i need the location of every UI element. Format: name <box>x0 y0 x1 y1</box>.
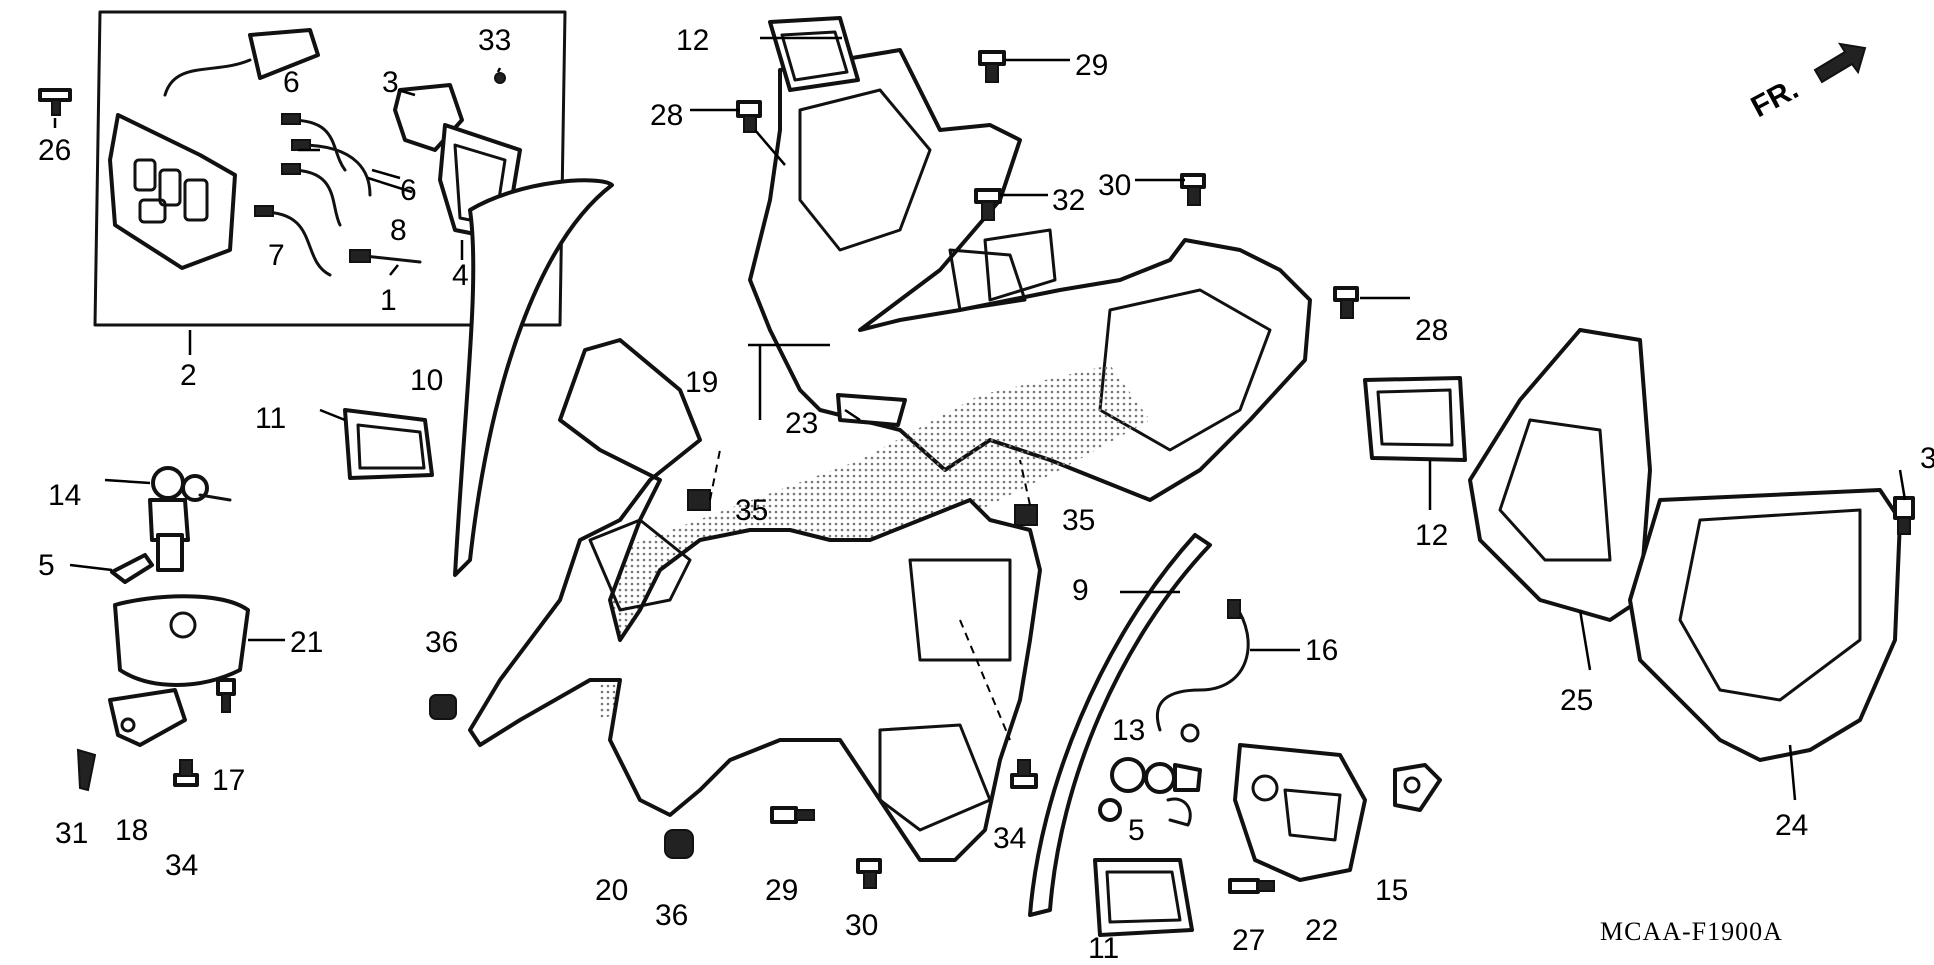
callout-30: 30 <box>845 909 878 942</box>
callout-labels: 3 6 6 8 7 4 1 2 33 26 12 29 28 32 30 28 … <box>38 24 1934 965</box>
nut-35-left <box>687 489 711 511</box>
callout-16: 14 <box>48 479 81 512</box>
callout-21: 19 <box>685 366 718 399</box>
side-panel-27 <box>1468 328 1652 622</box>
wire-harness <box>254 113 422 277</box>
bolt-30-bottom <box>856 858 882 889</box>
callout-23: 21 <box>290 626 323 659</box>
callout-35: 35 <box>735 494 768 527</box>
trim-strip-9 <box>1028 533 1212 917</box>
callout-1: 1 <box>380 284 397 317</box>
callout-36: 36 <box>425 626 458 659</box>
callout-7: 7 <box>268 239 285 272</box>
grille-14 <box>768 16 860 92</box>
leader-lines <box>53 36 1907 801</box>
screw-31 <box>76 748 97 792</box>
bolt-37 <box>1893 496 1915 535</box>
switch-assembly-box <box>93 10 567 327</box>
callout-10: 10 <box>410 364 443 397</box>
callout-14: 12 <box>676 24 709 57</box>
bolt-30-top <box>978 50 1006 83</box>
callout-24: 22 <box>1305 914 1338 947</box>
front-direction-arrow: FR. <box>1746 42 1867 124</box>
callout-3: 3 <box>382 66 399 99</box>
callout-6: 6 <box>283 66 300 99</box>
cover-23 <box>113 594 250 687</box>
bolt-29-top <box>736 100 762 133</box>
callout-12: 12 <box>1415 519 1448 552</box>
callout-13: 11 <box>255 402 286 435</box>
callout-20: 18 <box>115 814 148 847</box>
grommet-19 <box>216 678 236 713</box>
grille-12 <box>1363 376 1467 462</box>
callout-8: 8 <box>390 214 407 247</box>
callout-33: 33 <box>478 24 511 57</box>
callout-27: 25 <box>1560 684 1593 717</box>
side-panel-26 <box>1628 488 1902 762</box>
nut-36-bottom <box>664 829 694 859</box>
callout-30: 30 <box>1098 169 1131 202</box>
callout-2: 2 <box>180 359 197 392</box>
bracket-20 <box>108 688 187 747</box>
bolt-29-right <box>1333 286 1359 319</box>
callout-29: 28 <box>1415 314 1448 347</box>
callout-37: 37 <box>1920 442 1934 475</box>
callout-6: 6 <box>400 174 417 207</box>
bolt-28-top-left <box>38 88 72 116</box>
callout-36: 36 <box>655 899 688 932</box>
callout-28: 26 <box>38 134 71 167</box>
switch-panel <box>108 28 320 270</box>
callout-34: 34 <box>993 822 1026 855</box>
callout-29: 28 <box>650 99 683 132</box>
nut-35-right <box>1014 504 1038 526</box>
grille-11 <box>1093 858 1194 937</box>
bolt-28-bottom <box>1228 878 1275 894</box>
trim-strip-10 <box>453 178 614 577</box>
callout-30: 29 <box>1075 49 1108 82</box>
callout-26: 24 <box>1775 809 1808 842</box>
key-switch-16 <box>148 466 232 572</box>
callout-9: 9 <box>1072 574 1089 607</box>
bolt-30-mid <box>1180 173 1206 206</box>
callout-34: 34 <box>165 849 198 882</box>
clip-5-left <box>110 553 154 584</box>
callout-31: 31 <box>55 817 88 850</box>
cable-18 <box>1155 599 1250 743</box>
front-direction-label: FR. <box>1746 72 1804 124</box>
callout-29: 29 <box>765 874 798 907</box>
holder-17 <box>1393 763 1442 812</box>
callout-11: 11 <box>1088 932 1119 965</box>
bolt-29-bottom <box>770 806 815 824</box>
lock-15 <box>1098 757 1202 822</box>
callout-4: 4 <box>452 259 469 292</box>
inner-panel-22 <box>468 338 1042 862</box>
callout-5: 5 <box>1128 814 1145 847</box>
lid-24 <box>1233 743 1367 882</box>
callout-15: 13 <box>1112 714 1145 747</box>
bolt-34-mid <box>1010 759 1038 789</box>
callout-28: 27 <box>1232 924 1265 957</box>
callout-5: 5 <box>38 549 55 582</box>
bolt-34-left <box>173 759 199 787</box>
callout-22: 20 <box>595 874 628 907</box>
nut-36-left <box>429 694 457 720</box>
callout-25: 23 <box>785 407 818 440</box>
fasteners <box>429 50 1359 889</box>
callout-18: 16 <box>1305 634 1338 667</box>
screw-small <box>494 72 506 84</box>
panel-25 <box>836 393 907 427</box>
callout-17: 15 <box>1375 874 1408 907</box>
grille-13 <box>343 408 434 480</box>
callout-19: 17 <box>212 764 245 797</box>
callout-32: 32 <box>1052 184 1085 217</box>
callout-35: 35 <box>1062 504 1095 537</box>
diagram-code: MCAA-F1900A <box>1600 917 1783 946</box>
clip-5-right <box>1166 797 1192 827</box>
